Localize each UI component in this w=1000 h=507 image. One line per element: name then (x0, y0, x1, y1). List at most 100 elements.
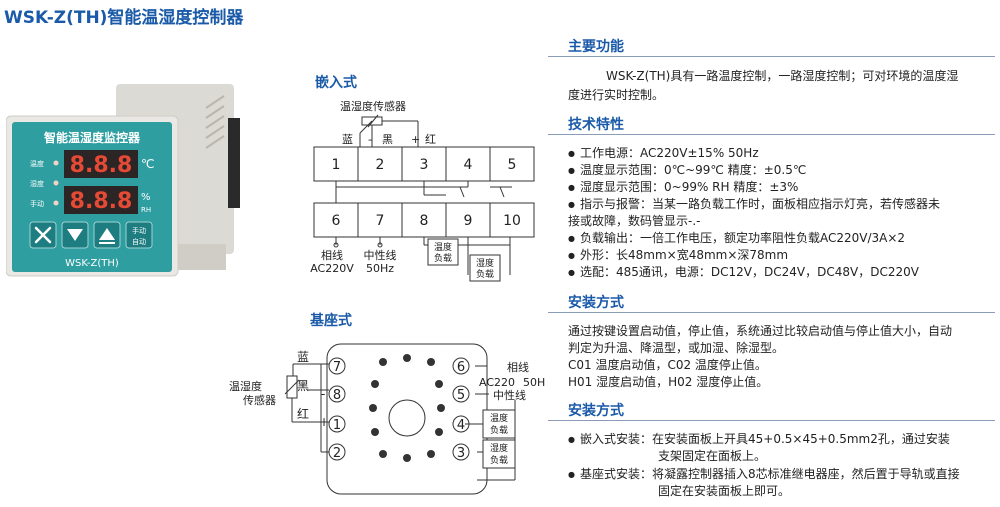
base-live-label: 相线 (507, 360, 529, 374)
tech-item-hum-range: 湿度显示范围：0~99% RH 精度：±3% (568, 179, 798, 197)
install-line-4: H01 湿度启动值，H02 湿度停止值。 (568, 375, 769, 389)
tech-item-temp-range: 温度显示范围：0℃~99℃ 精度：±0.5℃ (568, 162, 806, 180)
install-heading-1: 安装方式 (568, 295, 624, 311)
base-minus: - (321, 387, 325, 401)
controller-device-image: 智能温湿度监控器 温度 湿度 手动 8.8.8 ℃ 8.8.8 % RH 手动 … (6, 84, 240, 277)
install-base-line-1: 基座式安装：将凝露控制器插入8芯标准继电器座，然后置于导轨或直接 (568, 466, 960, 484)
embedded-hum-load-box (469, 254, 501, 282)
base-pin-8: 8 (333, 388, 341, 403)
tech-item-alarm: 指示与报警：当某一路负载工作时，面板相应指示灯亮，若传感器未 (568, 196, 940, 214)
manual-auto-button[interactable] (125, 221, 153, 249)
base-pin-1: 1 (333, 418, 341, 433)
install-line-2: 判定为升温、降温型，或加湿、除湿型。 (568, 341, 785, 355)
base-sensor-label-2: 传感器 (243, 394, 276, 407)
embedded-minus: - (368, 133, 372, 146)
install-rule-1 (548, 312, 995, 313)
tech-rule (548, 134, 995, 135)
install-embedded-line-1: 嵌入式安装：在安装面板上开具45+0.5×45+0.5mm2孔，通过安装 (568, 431, 950, 449)
embedded-terminal-4: 4 (464, 157, 473, 173)
embedded-freq-label: 50Hz (366, 262, 394, 275)
auto-button-label: 自动 (132, 237, 146, 246)
down-arrow-icon (67, 229, 83, 241)
base-pin-3: 3 (457, 446, 465, 461)
tech-item-load: 负载输出：一倍工作电压，额定功率阻性负载AC220V/3A×2 (568, 230, 905, 248)
base-wire-red: 红 (297, 406, 309, 421)
base-wiring-diagram: 蓝 黑 红 温湿度 传感器 - + (229, 343, 545, 495)
display-bottom (64, 186, 138, 214)
base-sensor-label-1: 温湿度 (229, 379, 262, 393)
display-top-unit: ℃ (141, 157, 154, 171)
display-bottom-digits: 8.8.8 (70, 189, 133, 214)
device-clip (228, 118, 240, 208)
embedded-sensor-label: 温湿度传感器 (340, 99, 406, 113)
display-top (64, 150, 138, 178)
embedded-wire-black: 黑 (382, 133, 393, 146)
embedded-voltage-label: AC220V (310, 262, 354, 275)
base-freq-label: 50Hz (523, 376, 545, 389)
base-temp-load-box (482, 409, 516, 439)
base-heading: 基座式 (310, 313, 352, 329)
device-brand-label: 智能温湿度监控器 (43, 130, 141, 145)
install-embedded-line-2: 支架固定在面板上。 (658, 449, 767, 463)
manual-button-label: 手动 (132, 226, 146, 235)
base-ac-label: AC220 (479, 376, 515, 389)
base-pin-4: 4 (457, 418, 465, 433)
tech-heading: 技术特性 (568, 117, 624, 133)
embedded-heading: 嵌入式 (315, 75, 357, 91)
embedded-wire-red: 红 (425, 133, 436, 146)
install-rule-2 (548, 420, 995, 421)
main-function-line-2: 度进行实时控制。 (568, 88, 665, 102)
up-arrow-icon (99, 228, 115, 240)
base-pin-2: 2 (333, 446, 341, 461)
base-neutral-label: 中性线 (493, 388, 526, 402)
indicator-temp-led (53, 160, 59, 166)
install-base-line-2: 固定在安装面板上即可。 (658, 484, 791, 498)
embedded-wire-blue: 蓝 (342, 133, 353, 146)
indicator-manual-label: 手动 (30, 199, 44, 208)
embedded-plus: + (411, 133, 420, 146)
tech-item-options: 选配：485通讯，电源：DC12V，DC24V，DC48V，DC220V (568, 264, 919, 282)
tech-item-power: 工作电源：AC220V±15% 50Hz (568, 145, 759, 163)
base-temp-load-1: 温度 (490, 412, 508, 424)
embedded-terminal-2: 2 (376, 157, 385, 173)
embedded-live-label: 相线 (321, 248, 343, 262)
embedded-temp-load-box (427, 238, 459, 266)
indicator-temp-label: 温度 (30, 159, 44, 168)
main-function-line-1: WSK-Z(TH)具有一路温度控制，一路湿度控制；可对环境的温度湿 (606, 69, 959, 83)
install-heading-2: 安装方式 (568, 403, 624, 419)
page-title: WSK-Z(TH)智能温湿度控制器 (4, 8, 244, 28)
embedded-hum-load-1: 湿度 (476, 257, 494, 269)
device-vents (205, 95, 225, 149)
base-socket-dots (369, 354, 445, 462)
embedded-terminal-1: 1 (332, 157, 341, 173)
embedded-terminal-5: 5 (508, 157, 517, 173)
base-pin-5: 5 (457, 388, 465, 403)
main-function-rule (548, 56, 995, 57)
indicator-hum-label: 湿度 (30, 179, 44, 188)
embedded-wiring-diagram: 温湿度传感器 蓝 - 黑 + 红 1 (310, 99, 535, 282)
base-pin-7: 7 (333, 360, 341, 375)
indicator-hum-led (53, 180, 59, 186)
embedded-terminal-7: 7 (376, 213, 385, 229)
embedded-temp-load-2: 负载 (434, 252, 452, 264)
device-model-label: WSK-Z(TH) (65, 258, 119, 269)
tech-item-size: 外形：长48mm×宽48mm×深78mm (568, 247, 788, 265)
embedded-terminal-9: 9 (464, 213, 473, 229)
base-hum-load-2: 负载 (490, 454, 508, 466)
tech-item-alarm-cont: 接或故障，数码管显示-.- (568, 214, 701, 228)
embedded-hum-load-2: 负载 (476, 268, 494, 280)
display-top-digits: 8.8.8 (70, 153, 133, 178)
base-hum-load-1: 湿度 (490, 442, 508, 454)
embedded-temp-load-1: 温度 (434, 241, 452, 253)
base-temp-load-2: 负载 (490, 424, 508, 436)
embedded-terminal-3: 3 (420, 157, 429, 173)
embedded-neutral-label: 中性线 (364, 248, 397, 262)
install-line-3: C01 温度启动值，C02 温度停止值。 (568, 358, 767, 372)
base-wire-black: 黑 (297, 379, 309, 393)
embedded-terminal-10: 10 (503, 213, 521, 229)
install-line-1: 通过按键设置启动值，停止值，系统通过比较启动值与停止值大小，自动 (568, 324, 953, 338)
embedded-terminal-6: 6 (332, 213, 341, 229)
main-function-heading: 主要功能 (568, 39, 624, 55)
base-wire-blue: 蓝 (297, 350, 309, 364)
embedded-terminal-8: 8 (420, 213, 429, 229)
